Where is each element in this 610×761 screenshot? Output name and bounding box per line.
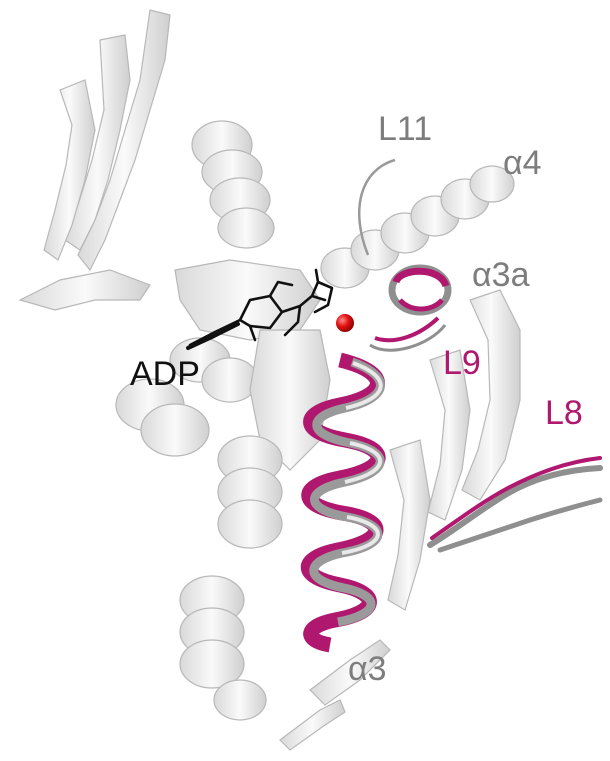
- label-adp: ADP: [130, 357, 200, 391]
- label-l9: L9: [443, 346, 481, 380]
- label-alpha4: α4: [503, 146, 542, 180]
- metal-ion: [336, 314, 354, 332]
- label-alpha3: α3: [348, 652, 387, 686]
- alpha3a-helix: [392, 268, 448, 312]
- label-alpha3a: α3a: [472, 258, 529, 292]
- lower-helices: [180, 436, 282, 720]
- l9-loop: [375, 318, 438, 340]
- upper-helix: [192, 121, 274, 248]
- beta-sheet-upper-left: [20, 10, 170, 310]
- label-l8: L8: [545, 396, 583, 430]
- label-l11: L11: [378, 112, 432, 146]
